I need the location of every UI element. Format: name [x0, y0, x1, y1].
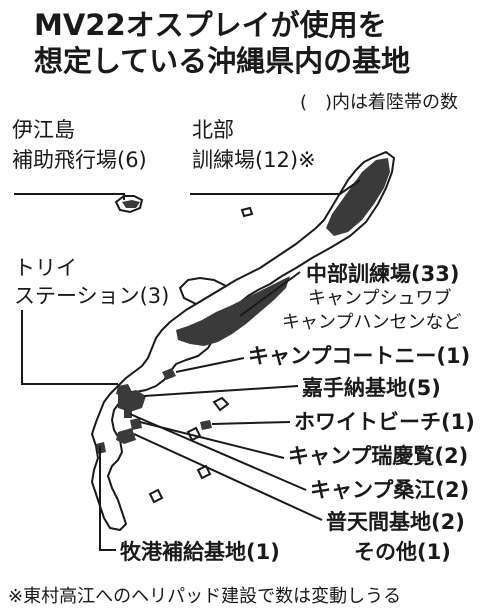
leader-courtney	[175, 357, 245, 373]
camp-kuwae	[124, 410, 132, 418]
hokubu-training-area	[326, 158, 390, 236]
chubu-training-area	[176, 276, 290, 346]
leader-iejima	[14, 193, 125, 200]
leader-hokubu	[190, 179, 361, 195]
leader-kuwae	[129, 413, 307, 491]
leader-makiminato	[99, 446, 116, 551]
label-whitebeach: ホワイトビーチ(1)	[294, 410, 475, 434]
legend-note: ( )内は着陸帯の数	[300, 92, 459, 113]
leader-whitebeach	[211, 421, 291, 425]
label-iejima-2: 補助飛行場(6)	[12, 148, 147, 172]
islet-2	[212, 396, 230, 412]
leader-lines	[14, 179, 361, 551]
label-hokubu-1: 北部	[192, 118, 234, 142]
label-hokubu-2: 訓練場(12)※	[192, 148, 316, 172]
label-torii-2: ステーション(3)	[14, 284, 170, 308]
label-torii-1: トリイ	[14, 256, 77, 280]
footnote: ※東村高江へのヘリパッド建設で数は変動しうる	[8, 586, 402, 607]
leader-torii	[21, 310, 118, 385]
label-chubu-sub2: キャンプハンセンなど	[282, 312, 462, 333]
courtney	[162, 368, 176, 380]
camp-zukeran	[130, 418, 142, 430]
leader-futenma	[133, 433, 323, 521]
label-kadena: 嘉手納基地(5)	[302, 376, 441, 400]
label-makiminato: 牧港補給基地(1)	[120, 540, 280, 564]
label-chubu-sub1: キャンプシュワブ	[308, 288, 452, 309]
leader-chubu	[239, 271, 301, 317]
okinawa-island-outline	[91, 151, 395, 531]
label-chubu: 中部訓練場(33)	[306, 262, 460, 286]
islet-1	[240, 206, 254, 218]
label-courtney: キャンプコートニー(1)	[248, 344, 471, 368]
iejima-aux-airfield	[122, 200, 140, 208]
islet-4	[148, 488, 164, 504]
white-beach	[200, 420, 212, 430]
label-kuwae: キャンプ桑江(2)	[310, 478, 470, 502]
label-iejima-1: 伊江島	[12, 118, 75, 142]
kadena-base	[118, 390, 146, 412]
futenma-base	[116, 428, 136, 444]
label-zukeran: キャンプ瑞慶覧(2)	[288, 444, 469, 468]
islet-5	[196, 464, 212, 480]
label-futenma: 普天間基地(2)	[326, 510, 465, 534]
label-others: その他(1)	[354, 540, 451, 564]
title-line-2: 想定している沖縄県内の基地	[34, 44, 411, 78]
title-line-1: MV22オスプレイが使用を	[34, 8, 387, 42]
leader-kadena	[143, 385, 299, 397]
motobu-peninsula	[178, 276, 229, 306]
